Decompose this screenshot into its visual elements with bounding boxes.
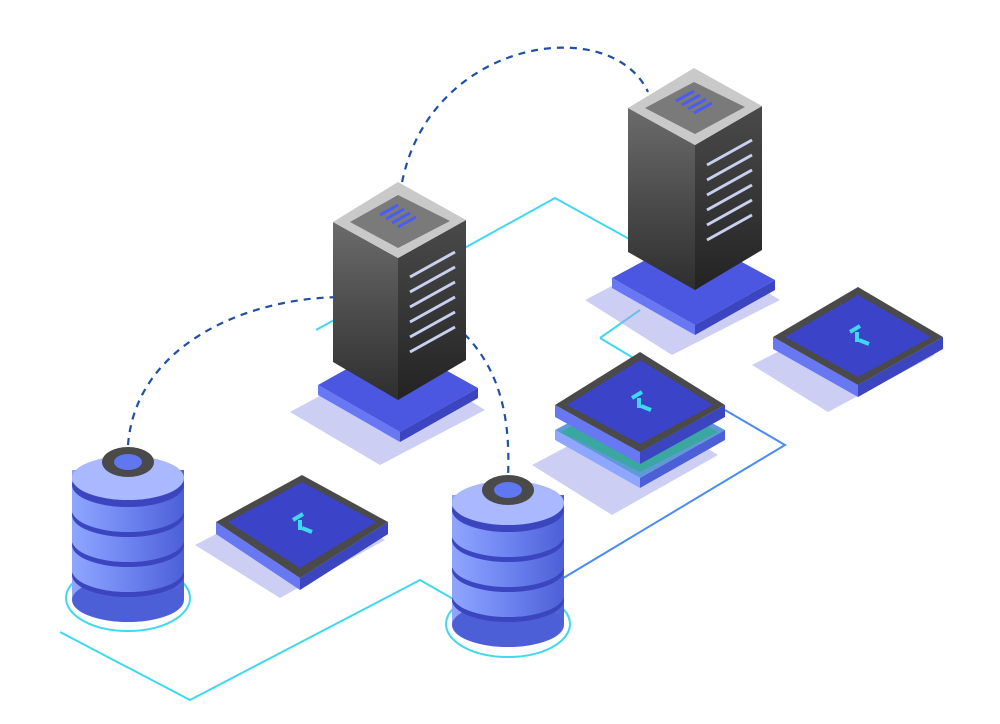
server-icon	[290, 182, 485, 465]
server-icon	[585, 68, 780, 355]
vent-icon	[675, 89, 713, 115]
chip-icon	[532, 352, 725, 515]
dashed-link	[398, 46, 649, 196]
vent-slots	[706, 138, 753, 242]
database-icon	[452, 475, 564, 647]
chip-icon	[195, 475, 388, 598]
dashed-links	[126, 46, 649, 479]
vent-slots	[409, 250, 456, 354]
database-icon	[72, 447, 184, 622]
cyan-connector	[59, 578, 456, 702]
connector-lines	[59, 196, 787, 702]
vent-icon	[379, 203, 417, 229]
blue-connector	[559, 409, 787, 581]
dashed-link	[126, 295, 510, 479]
chip-icon	[752, 287, 943, 412]
